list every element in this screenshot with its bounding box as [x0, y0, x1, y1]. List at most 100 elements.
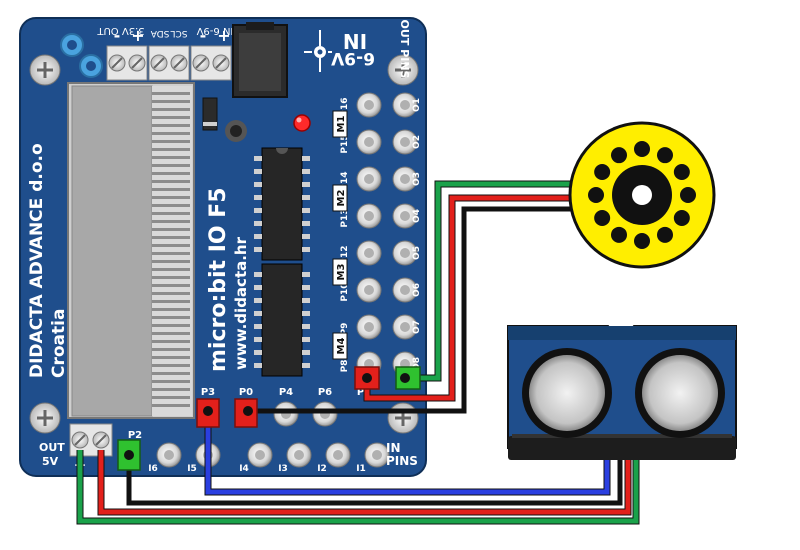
servo-hole	[634, 141, 650, 157]
label-3v3-out: 3.3V OUT	[97, 25, 145, 36]
power-out-label: OUT	[39, 441, 65, 454]
label-in: IN	[343, 29, 367, 53]
servo-hole	[657, 226, 673, 243]
servo-hole	[594, 164, 611, 180]
in-pins-title-pins: PINS	[386, 454, 418, 468]
connector-finger	[152, 292, 190, 295]
connector-finger	[152, 124, 190, 127]
connector-finger	[152, 140, 190, 143]
ic-pin	[254, 324, 262, 329]
connector-finger	[152, 300, 190, 303]
board-maker: DIDACTA ADVANCE d.o.o	[27, 143, 47, 378]
ic-pin	[302, 247, 310, 252]
terminal-6-9v-in	[190, 45, 232, 81]
servo-hole	[634, 233, 650, 249]
ic-pin	[254, 285, 262, 290]
connector-finger	[152, 212, 190, 215]
port-label-p0: P0	[239, 387, 253, 398]
connector-finger	[152, 388, 190, 391]
in-label-i2: I2	[317, 464, 327, 474]
port-label-p4: P4	[279, 387, 293, 398]
terminal-3v3-out	[106, 45, 148, 81]
board-website: www.didacta.hr	[232, 236, 250, 370]
plus-sign: +	[131, 26, 144, 45]
port-label-p3: P3	[201, 387, 215, 398]
motor-label-m4: M4	[336, 338, 347, 355]
connector-finger	[152, 228, 190, 231]
out-label-o6: O6	[412, 283, 422, 297]
connector-finger	[152, 316, 190, 319]
board-product: micro:bit IO F5	[206, 187, 231, 372]
ic-pin	[302, 298, 310, 303]
ic-pin	[302, 311, 310, 316]
connector-p2	[117, 439, 141, 471]
connector-finger	[152, 180, 190, 183]
motor-label-m2: M2	[336, 190, 347, 207]
ic-pin	[302, 208, 310, 213]
connector-finger	[152, 372, 190, 375]
label-6-9v: 6-9V	[330, 48, 375, 68]
power-led	[293, 114, 311, 132]
connector-finger	[152, 244, 190, 247]
motor-label-box	[332, 110, 348, 138]
connector-finger	[152, 236, 190, 239]
servo-module	[568, 121, 716, 269]
wire-black-gnd	[126, 448, 623, 506]
p2-label: P2	[128, 430, 142, 441]
connector-p0	[234, 398, 258, 428]
connector-finger	[152, 340, 190, 343]
ic-pin	[302, 285, 310, 290]
motor-label-m1: M1	[336, 116, 347, 133]
ic-pin	[302, 363, 310, 368]
ic-pin	[254, 337, 262, 342]
connector-finger	[152, 164, 190, 167]
connector-finger	[152, 324, 190, 327]
mount-screw-icon	[387, 54, 419, 86]
transducer-left	[522, 348, 612, 438]
connector-finger	[152, 364, 190, 367]
connector-finger	[152, 132, 190, 135]
connector-finger	[152, 188, 190, 191]
servo-hole	[588, 187, 604, 203]
connector-finger	[152, 196, 190, 199]
board-country: Croatia	[49, 309, 69, 378]
servo-hole	[594, 210, 611, 226]
connector-finger	[152, 404, 190, 407]
in-label-i3: I3	[278, 464, 288, 474]
servo-hole	[611, 226, 627, 243]
dc-power-jack	[232, 22, 288, 98]
mount-screw-icon	[387, 402, 419, 434]
connector-finger	[152, 380, 190, 383]
connector-finger	[152, 220, 190, 223]
ic-pin	[302, 221, 310, 226]
plus-sign: +	[217, 26, 230, 45]
out-label-o8: O8	[412, 357, 422, 371]
motor-label-box	[332, 258, 348, 286]
port-label-p9: P9	[340, 323, 350, 336]
motor-label-box	[332, 184, 348, 212]
in-label-i1: I1	[356, 464, 366, 474]
connector-finger	[152, 308, 190, 311]
servo-hole	[611, 147, 627, 164]
in-label-i6: I6	[148, 464, 158, 474]
ic-chip-bottom	[254, 263, 310, 377]
connector-p3	[196, 398, 220, 428]
ic-pin	[254, 247, 262, 252]
ic-pin	[302, 324, 310, 329]
port-label-p10: P10	[340, 282, 350, 301]
ic-pin	[302, 182, 310, 187]
ic-pin	[254, 221, 262, 226]
mount-screw-icon	[29, 54, 61, 86]
servo-hole	[673, 210, 690, 226]
ic-pin	[254, 363, 262, 368]
port-label-p12: P12	[340, 245, 350, 264]
mount-screw-icon	[29, 402, 61, 434]
connector-finger	[152, 172, 190, 175]
out-label-o4: O4	[412, 209, 422, 223]
power-voltage-label: 5V	[42, 455, 59, 468]
ic-pin	[254, 298, 262, 303]
ultrasonic-sensor	[507, 325, 737, 460]
port-label-p6: P6	[318, 387, 332, 398]
ic-pin	[302, 169, 310, 174]
in-label-i4: I4	[239, 464, 249, 474]
